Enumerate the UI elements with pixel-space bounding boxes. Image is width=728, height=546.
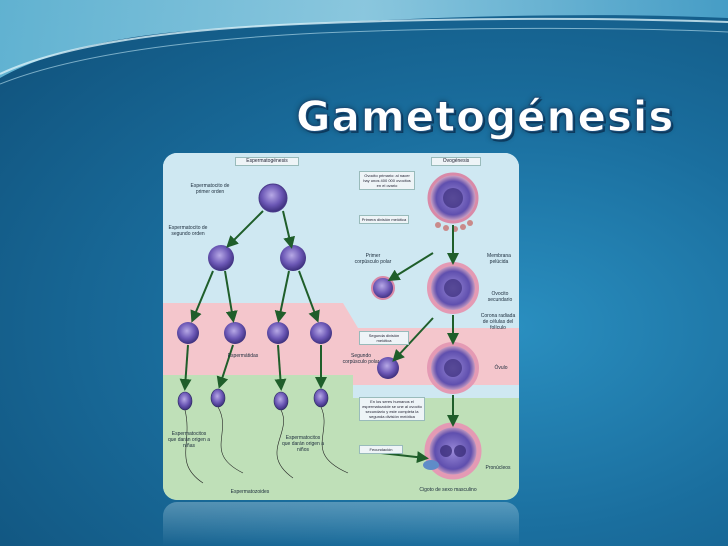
label-ovocito-secundario: Ovocito secundario: [487, 291, 513, 303]
slide-title: Gametogénesis: [295, 92, 675, 142]
header-espermatogenesis: Espermatogénesis: [235, 157, 299, 166]
gametogenesis-diagram: Espermatogénesis Ovogénesis Espermatocit…: [163, 153, 519, 500]
label-fecundacion: Fecundación: [359, 445, 403, 454]
label-espermatozoides: Espermatozoides: [230, 489, 270, 495]
label-membrana: Membrana pelúcida: [487, 253, 511, 265]
label-pronucleos: Pronúcleos: [485, 465, 511, 471]
label-nota: En los seres humanos el espermatozoide s…: [359, 397, 425, 421]
figure-reflection: [163, 502, 519, 546]
label-espermatidas: Espermátidas: [227, 353, 259, 359]
label-segunda-division: Segunda división meiótica: [359, 331, 409, 345]
cell-secondary-b: [280, 245, 306, 271]
label-ovulo: Óvulo: [494, 365, 508, 371]
label-segundo-orden: Espermatocito de segundo orden: [168, 225, 208, 237]
label-cigoto: Cigoto de sexo masculino: [419, 487, 477, 493]
cell-primary-spermatocyte: [258, 183, 288, 213]
header-ovogenesis: Ovogénesis: [431, 157, 481, 166]
label-espermatocitos-x: Espermatocitos que darán origen a niñas: [168, 431, 210, 449]
label-primera-division: Primera división meiótica: [359, 215, 409, 224]
label-segundo-corpusculo: Segundo corpúsculo polar: [342, 353, 380, 365]
label-espermatocitos-y: Espermatocitos que darán origen a niños: [282, 435, 324, 453]
decorative-wave: [0, 0, 728, 85]
label-ovocito-primario: Ovocito primario: al nacer hay unos 400 …: [359, 171, 415, 190]
label-primer-corpusculo: Primer corpúsculo polar: [354, 253, 392, 265]
label-corona: Corona radiada de células del folículo: [480, 313, 516, 331]
cell-secondary-a: [208, 245, 234, 271]
label-primer-orden: Espermatocito de primer orden: [190, 183, 230, 195]
